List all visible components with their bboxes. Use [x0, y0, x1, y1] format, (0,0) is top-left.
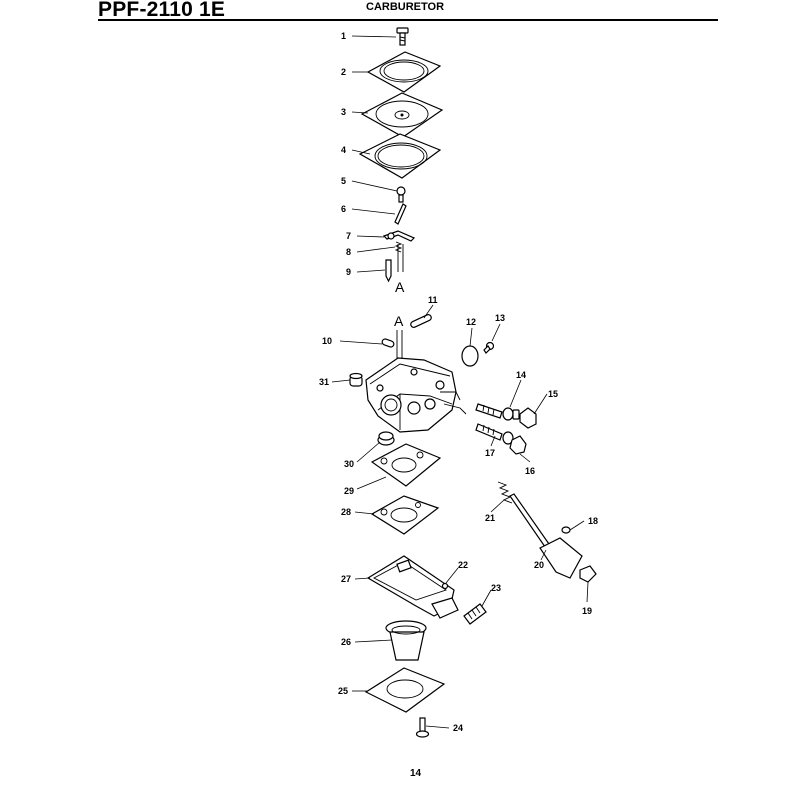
part-3-diaphragm [360, 92, 444, 138]
part-16-cap [509, 435, 527, 455]
callout-14: 14 [516, 370, 526, 380]
callout-22: 22 [458, 560, 468, 570]
leader-lines [331, 35, 589, 729]
reference-a-lines [396, 244, 404, 372]
callout-28: 28 [341, 507, 351, 517]
callout-17: 17 [485, 448, 495, 458]
callout-26: 26 [341, 637, 351, 647]
part-23-spring [463, 603, 487, 625]
callout-7: 7 [346, 231, 351, 241]
part-28-diaphragm [370, 495, 440, 535]
callout-25: 25 [338, 686, 348, 696]
callout-23: 23 [491, 583, 501, 593]
part-2-cover [366, 51, 442, 93]
header-rule [98, 19, 718, 21]
part-27-pump-body [366, 555, 459, 619]
callout-1: 1 [341, 31, 346, 41]
part-4-gasket [358, 133, 442, 179]
callout-15: 15 [548, 389, 558, 399]
callout-2: 2 [341, 67, 346, 77]
part-25-retainer [364, 667, 446, 713]
callout-31: 31 [319, 377, 329, 387]
part-20-throttle-shaft [509, 493, 583, 579]
part-6-pin [394, 203, 407, 225]
callout-20: 20 [534, 560, 544, 570]
callout-6: 6 [341, 204, 346, 214]
callout-labels: 1 2 3 4 5 6 7 8 9 10 11 12 13 14 15 16 1… [319, 31, 598, 733]
part-31-cap [349, 372, 363, 387]
callout-10: 10 [322, 336, 332, 346]
callout-18: 18 [588, 516, 598, 526]
callout-19: 19 [582, 606, 592, 616]
section-title: CARBURETOR [366, 1, 445, 13]
callout-21: 21 [485, 513, 495, 523]
callout-24: 24 [453, 723, 463, 733]
reference-a-bottom: A [394, 313, 404, 329]
part-14-needle [475, 403, 520, 421]
page-number: 14 [410, 768, 422, 779]
part-15-cap [519, 407, 537, 429]
part-8-spring [394, 241, 403, 253]
page-title: PPF-2110 1E [98, 0, 226, 21]
part-18-screw [561, 526, 571, 534]
callout-11: 11 [428, 295, 438, 305]
part-12-disc [461, 345, 479, 367]
part-5-screw [396, 186, 406, 203]
part-17-needle [475, 423, 514, 445]
callout-8: 8 [346, 247, 351, 257]
callout-13: 13 [495, 313, 505, 323]
callout-12: 12 [466, 317, 476, 327]
callout-27: 27 [341, 574, 351, 584]
part-19-nut [579, 565, 597, 583]
callout-29: 29 [344, 486, 354, 496]
part-9-needle [385, 259, 392, 283]
part-24-screw [415, 717, 430, 738]
part-10-clip [381, 338, 395, 348]
callout-16: 16 [525, 466, 535, 476]
part-22-pin [441, 582, 449, 590]
reference-a-top: A [395, 279, 405, 295]
callout-3: 3 [341, 107, 346, 117]
part-30-filter [377, 431, 395, 446]
part-21-spring [497, 481, 513, 504]
callout-4: 4 [341, 145, 346, 155]
callout-30: 30 [344, 459, 354, 469]
callout-9: 9 [346, 267, 351, 277]
part-26-primer-bulb [385, 620, 427, 661]
part-11-screen [410, 314, 432, 328]
part-29-gasket [370, 443, 442, 487]
part-1-screw [396, 27, 409, 46]
part-7-lever [382, 230, 416, 242]
callout-5: 5 [341, 176, 346, 186]
carburetor-body [365, 357, 467, 433]
part-13-screw [483, 341, 495, 354]
